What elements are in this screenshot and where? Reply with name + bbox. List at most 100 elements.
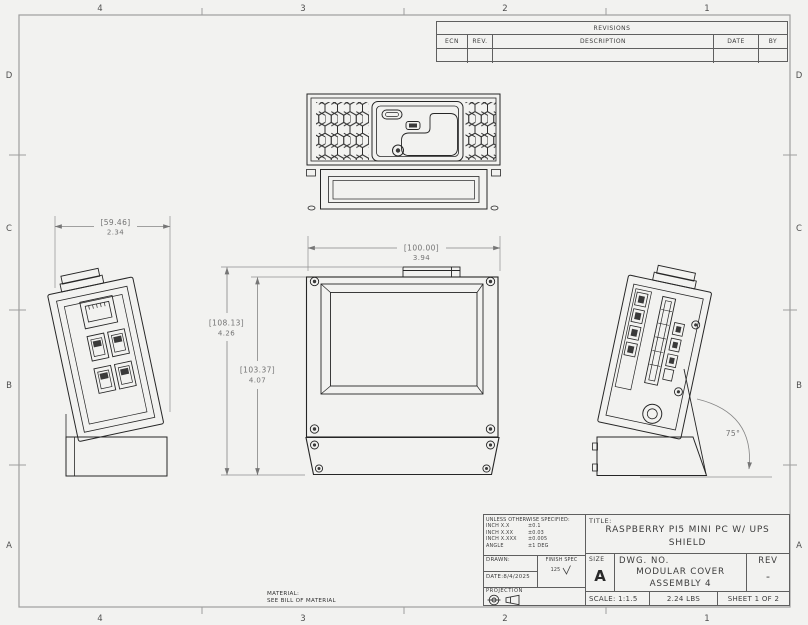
finish-spec-label: FINISH SPEC <box>545 558 578 563</box>
left-side-view <box>47 267 168 477</box>
rev-cell: REV - <box>747 554 789 592</box>
zone-left-c: C <box>6 224 12 234</box>
material-value: SEE BILL OF MATERIAL <box>267 597 336 604</box>
title-label: TITLE: <box>589 517 612 525</box>
dwg-no-label: DWG. NO. <box>619 556 670 566</box>
zone-bottom-4: 4 <box>97 614 102 624</box>
zone-right-d: D <box>796 71 803 81</box>
dim-depth-mm: [59.46] <box>100 218 130 227</box>
right-base <box>592 436 708 476</box>
dim-width-in: 3.94 <box>413 254 430 262</box>
sheet-border <box>9 8 797 614</box>
dim-height-body-mm: [103.37] <box>240 366 275 375</box>
tolerance-row: INCH X.X ±0.1 <box>486 523 541 530</box>
zone-right-c: C <box>796 224 802 234</box>
sheet-cell: SHEET 1 OF 2 <box>727 594 780 603</box>
side-screws <box>673 320 701 397</box>
zone-bottom-1: 1 <box>704 614 709 624</box>
finish-spec-value: 125 <box>550 567 561 573</box>
dim-height-overall-in: 4.26 <box>218 330 235 338</box>
zone-right-b: B <box>796 381 802 391</box>
title-cell: TITLE: RASPBERRY PI5 MINI PC W/ UPS SHIE… <box>586 515 789 554</box>
dim-depth-in: 2.34 <box>107 229 124 237</box>
scale-cell: SCALE: 1:1.5 <box>586 592 650 605</box>
ethernet-port <box>79 294 119 330</box>
revisions-col-rev: REV. <box>468 35 493 48</box>
rev-value: - <box>766 570 770 583</box>
drawing-title-line1: RASPBERRY PI5 MINI PC W/ UPS <box>605 525 770 535</box>
top-view-stand <box>306 169 501 211</box>
dimension-angle: 75° <box>640 398 772 478</box>
zone-bottom-2: 2 <box>502 614 507 624</box>
vent-honeycomb-left <box>316 102 369 160</box>
revisions-col-description: DESCRIPTION <box>493 35 714 48</box>
size-label: SIZE <box>589 556 605 563</box>
dimension-height-body: [103.37] 4.07 <box>240 276 306 476</box>
dwg-no-cell: DWG. NO. MODULAR COVER ASSEMBLY 4 <box>615 554 747 592</box>
power-button-side <box>642 403 663 424</box>
rev-label: REV <box>758 556 778 566</box>
micro-hdmi-port <box>405 121 421 130</box>
usb-ports-lower <box>93 360 137 394</box>
date-cell: DATE:8/4/2025 <box>484 572 538 588</box>
sd-card-slot <box>644 295 677 386</box>
drawing-title-line2: SHIELD <box>668 538 707 548</box>
weight-cell: 2.24 LBS <box>650 592 718 605</box>
right-top-tab <box>652 264 697 290</box>
zone-labels: 4 3 2 1 4 3 2 1 D C B A D C B A <box>6 4 803 624</box>
dimension-height-overall: [108.13] 4.26 <box>209 266 402 476</box>
tolerance-row: INCH X.XX ±0.03 <box>486 529 544 536</box>
dimension-depth: [59.46] 2.34 <box>54 216 171 412</box>
gpio-connectors <box>662 322 686 382</box>
revisions-title: REVISIONS <box>437 22 787 35</box>
usb-ports-upper <box>86 328 130 362</box>
tolerance-header: UNLESS OTHERWISE SPECIFIED: <box>486 517 570 523</box>
dim-height-overall-mm: [108.13] <box>209 319 244 328</box>
dim-height-body-in: 4.07 <box>249 377 266 385</box>
zone-top-2: 2 <box>502 4 507 14</box>
revisions-empty-row <box>437 49 787 63</box>
zone-right-a: A <box>796 541 802 551</box>
zone-left-a: A <box>6 541 12 551</box>
screen-bezel <box>320 283 484 395</box>
dwg-no-line1: MODULAR COVER <box>636 567 725 577</box>
side-connector-column <box>614 288 652 391</box>
projection-label: PROJECTION <box>486 588 523 594</box>
surface-finish-icon <box>563 565 572 575</box>
revisions-col-date: DATE <box>714 35 759 48</box>
right-side-view <box>592 264 712 476</box>
board-recess <box>401 113 458 156</box>
dim-angle-value: 75° <box>726 429 741 438</box>
zone-left-d: D <box>6 71 13 81</box>
front-view <box>305 266 500 476</box>
dwg-no-line2: ASSEMBLY 4 <box>649 579 712 589</box>
zone-top-4: 4 <box>97 4 102 14</box>
top-port-panel <box>371 101 464 162</box>
revisions-header-row: ECN REV. DESCRIPTION DATE BY <box>437 35 787 49</box>
tolerance-row: INCH X.XXX ±0.005 <box>486 536 548 543</box>
projection-cell: PROJECTION <box>484 588 586 606</box>
material-label: MATERIAL: <box>267 591 300 597</box>
revisions-col-ecn: ECN <box>437 35 468 48</box>
tolerance-row: ANGLE ±1 DEG <box>486 542 549 549</box>
left-base <box>65 414 168 477</box>
drawn-cell: DRAWN: <box>484 556 538 572</box>
front-base <box>305 436 500 476</box>
revisions-table: REVISIONS ECN REV. DESCRIPTION DATE BY <box>436 21 788 63</box>
revisions-col-by: BY <box>768 38 778 45</box>
zone-top-1: 1 <box>704 4 709 14</box>
dimension-width: [100.00] 3.94 <box>307 236 501 271</box>
size-cell: SIZE A <box>586 554 615 592</box>
zone-top-3: 3 <box>300 4 305 14</box>
finish-spec-cell: FINISH SPEC 125 <box>538 556 586 588</box>
top-view <box>306 93 501 211</box>
hdmi-port <box>381 109 403 120</box>
zone-bottom-3: 3 <box>300 614 305 624</box>
front-screws <box>309 276 496 434</box>
title-block: UNLESS OTHERWISE SPECIFIED: INCH X.X ±0.… <box>483 514 790 606</box>
material-note: MATERIAL: SEE BILL OF MATERIAL <box>267 591 336 604</box>
vent-honeycomb-right <box>465 102 496 160</box>
power-button-top <box>392 144 404 157</box>
